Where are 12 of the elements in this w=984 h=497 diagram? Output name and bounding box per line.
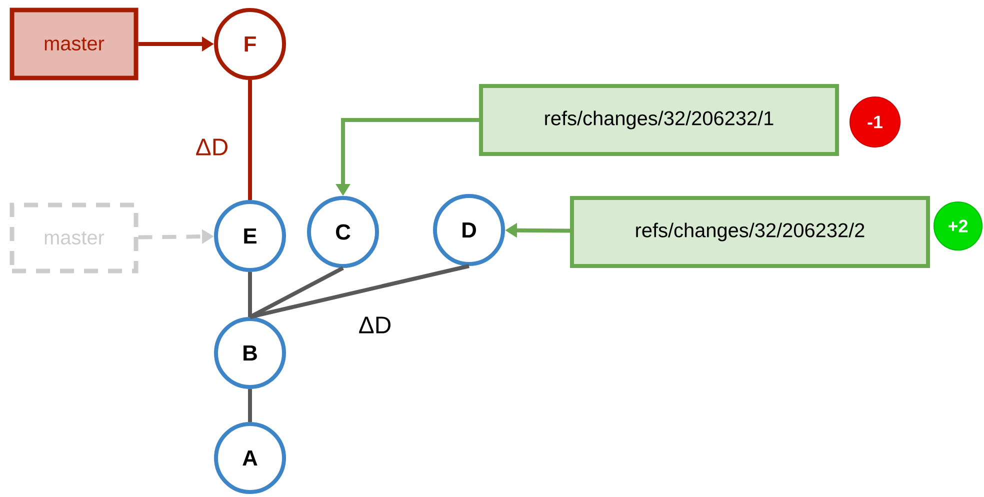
connector: [248, 80, 252, 200]
connector: [249, 266, 344, 319]
connector: [248, 272, 252, 317]
ref-box: refs/changes/32/206232/1: [479, 84, 839, 156]
connector: [248, 389, 252, 422]
vote-badge: -1: [850, 96, 900, 148]
connector: [250, 264, 470, 319]
ref-box: refs/changes/32/206232/2: [570, 196, 930, 268]
edge-label: ΔD: [194, 138, 230, 156]
edge-label: ΔD: [357, 316, 393, 334]
vote-badge: +2: [934, 202, 982, 250]
branch-box: master: [10, 8, 138, 80]
